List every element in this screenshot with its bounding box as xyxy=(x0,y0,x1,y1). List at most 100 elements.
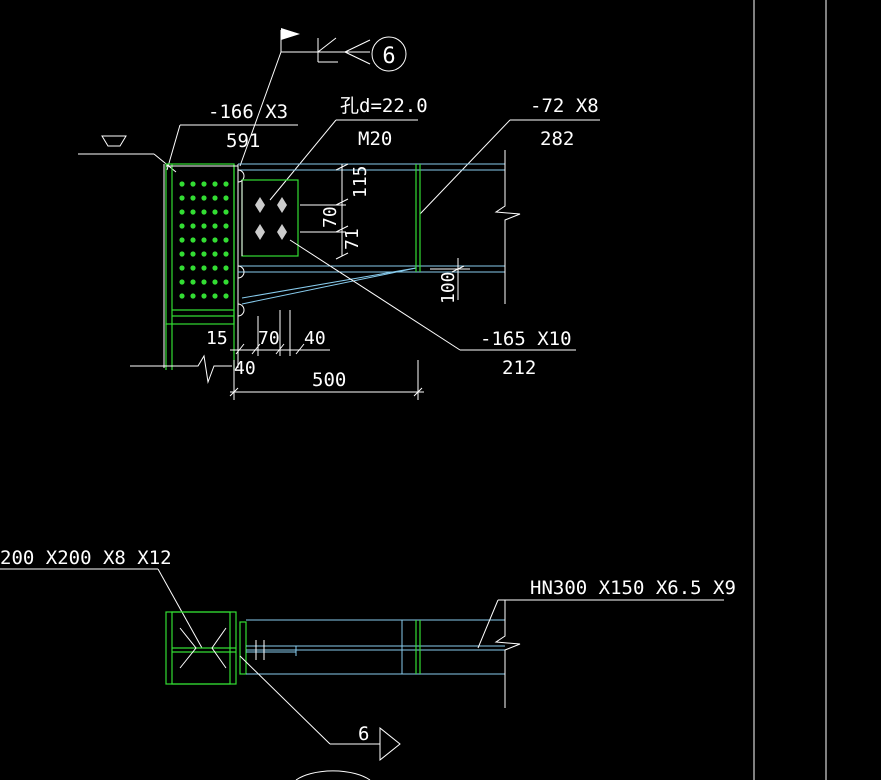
bolt-size-label: M20 xyxy=(358,128,392,150)
detail-circle xyxy=(371,36,407,72)
section-arrow-icon xyxy=(379,726,401,762)
weld-symbol: 6 xyxy=(239,28,407,167)
lower-plan: 200 X200 X8 X12 HN300 X150 X6.5 X9 6 xyxy=(0,547,736,780)
bolt-dot xyxy=(179,195,185,201)
section-cut-leader xyxy=(239,655,331,745)
beam-elevation xyxy=(238,163,505,305)
tick-d xyxy=(295,343,305,355)
bolt-leader xyxy=(269,119,337,201)
bolt-dot xyxy=(179,293,185,299)
bolt-dot xyxy=(201,265,207,271)
bolt-dot xyxy=(212,279,218,285)
bolt-dot xyxy=(179,223,185,229)
bolt-dot xyxy=(190,293,196,299)
bolt-dot xyxy=(190,237,196,243)
bolt-dot xyxy=(223,195,229,201)
bolt-dot xyxy=(223,223,229,229)
plate-top-length: 591 xyxy=(226,130,260,152)
bolt-dot xyxy=(201,293,207,299)
dim-71: 71 xyxy=(342,228,363,250)
bolt-dot xyxy=(212,265,218,271)
bolt-dot xyxy=(190,279,196,285)
detail-circle-number: 6 xyxy=(382,44,395,69)
plate-top-label: -166 X3 xyxy=(208,101,288,123)
bolt-dot xyxy=(212,195,218,201)
bolt-dot xyxy=(190,265,196,271)
end-plate-plan xyxy=(239,621,247,675)
bolt-dot xyxy=(201,181,207,187)
weld-access-hole-mid xyxy=(237,265,245,279)
dim-40-b: 40 xyxy=(234,358,256,379)
level-leader xyxy=(153,153,177,173)
bolt-dot xyxy=(223,293,229,299)
stiffener-length: 282 xyxy=(540,128,574,150)
beam-section-leader xyxy=(477,599,499,649)
tick-500-right xyxy=(413,387,423,397)
plate-top-leader xyxy=(166,124,181,171)
weld-tail-lower xyxy=(344,51,371,65)
bolt-dot xyxy=(201,223,207,229)
bolt-icon-4 xyxy=(277,224,287,240)
bolt-dot xyxy=(179,251,185,257)
horizontal-dimensions: 15 70 40 40 500 xyxy=(206,310,424,400)
bolt-icon-2 xyxy=(277,197,287,213)
bolt-dot xyxy=(179,279,185,285)
bolt-hole-label: 孔d=22.0 xyxy=(340,95,428,117)
dim-tick-1 xyxy=(335,163,349,171)
haunch-line-2 xyxy=(241,267,417,299)
dim-15: 15 xyxy=(206,328,228,349)
bolt-icon-1 xyxy=(255,197,265,213)
bolt-dot xyxy=(212,209,218,215)
upper-detail: 6 -166 X3 591 孔d=22.0 M20 -72 X8 282 xyxy=(78,28,600,400)
bolt-dot xyxy=(223,209,229,215)
fillet-weld-icon xyxy=(317,37,337,54)
weld-access-hole-top xyxy=(237,169,245,183)
bolt-dot xyxy=(179,209,185,215)
stiffener-label: -72 X8 xyxy=(530,95,599,117)
bolt-dot xyxy=(201,209,207,215)
bolt-dot xyxy=(190,251,196,257)
column-bolt-grid xyxy=(179,181,229,299)
stiffener-leader xyxy=(419,119,511,215)
bolt-dot xyxy=(201,251,207,257)
haunch-leader xyxy=(289,239,461,351)
bolt-dot xyxy=(212,223,218,229)
haunch-line-1 xyxy=(241,267,417,305)
bolt-dot xyxy=(190,181,196,187)
bolt-dot xyxy=(179,181,185,187)
bolt-dot xyxy=(179,265,185,271)
bolt-dot xyxy=(212,237,218,243)
bolt-dot xyxy=(190,223,196,229)
dim-40-a: 40 xyxy=(304,328,326,349)
column-elevation xyxy=(165,163,238,370)
tick-500-left xyxy=(229,387,239,397)
bolt-dot xyxy=(223,181,229,187)
bolt-icon-3 xyxy=(255,224,265,240)
dim-100: 100 xyxy=(438,271,459,304)
bolt-dot xyxy=(190,209,196,215)
weld-leader xyxy=(239,51,282,167)
dim-500: 500 xyxy=(312,369,346,391)
vertical-dimensions: 115 70 71 100 xyxy=(300,163,470,304)
column-corner-left xyxy=(179,627,197,669)
dim-tick-3 xyxy=(335,225,349,233)
column-section-leader xyxy=(157,568,203,649)
level-symbol-icon xyxy=(101,135,127,147)
weld-tail-upper xyxy=(344,39,371,53)
bolt-dot xyxy=(201,195,207,201)
haunch-label: -165 X10 xyxy=(480,328,572,350)
bolt-dot xyxy=(223,251,229,257)
shear-tab xyxy=(241,179,299,257)
tick-a xyxy=(235,343,245,355)
haunch-length: 212 xyxy=(502,357,536,379)
beam-plan-break-line xyxy=(494,600,521,708)
dim-tick-2 xyxy=(335,198,349,206)
dim-115: 115 xyxy=(350,165,371,198)
weld-access-hole-bottom xyxy=(237,303,245,317)
bolt-dot xyxy=(223,279,229,285)
tick-b xyxy=(251,343,261,355)
bolt-dot xyxy=(212,293,218,299)
dim-70-vertical: 70 xyxy=(320,206,341,228)
column-break-line xyxy=(130,354,232,384)
